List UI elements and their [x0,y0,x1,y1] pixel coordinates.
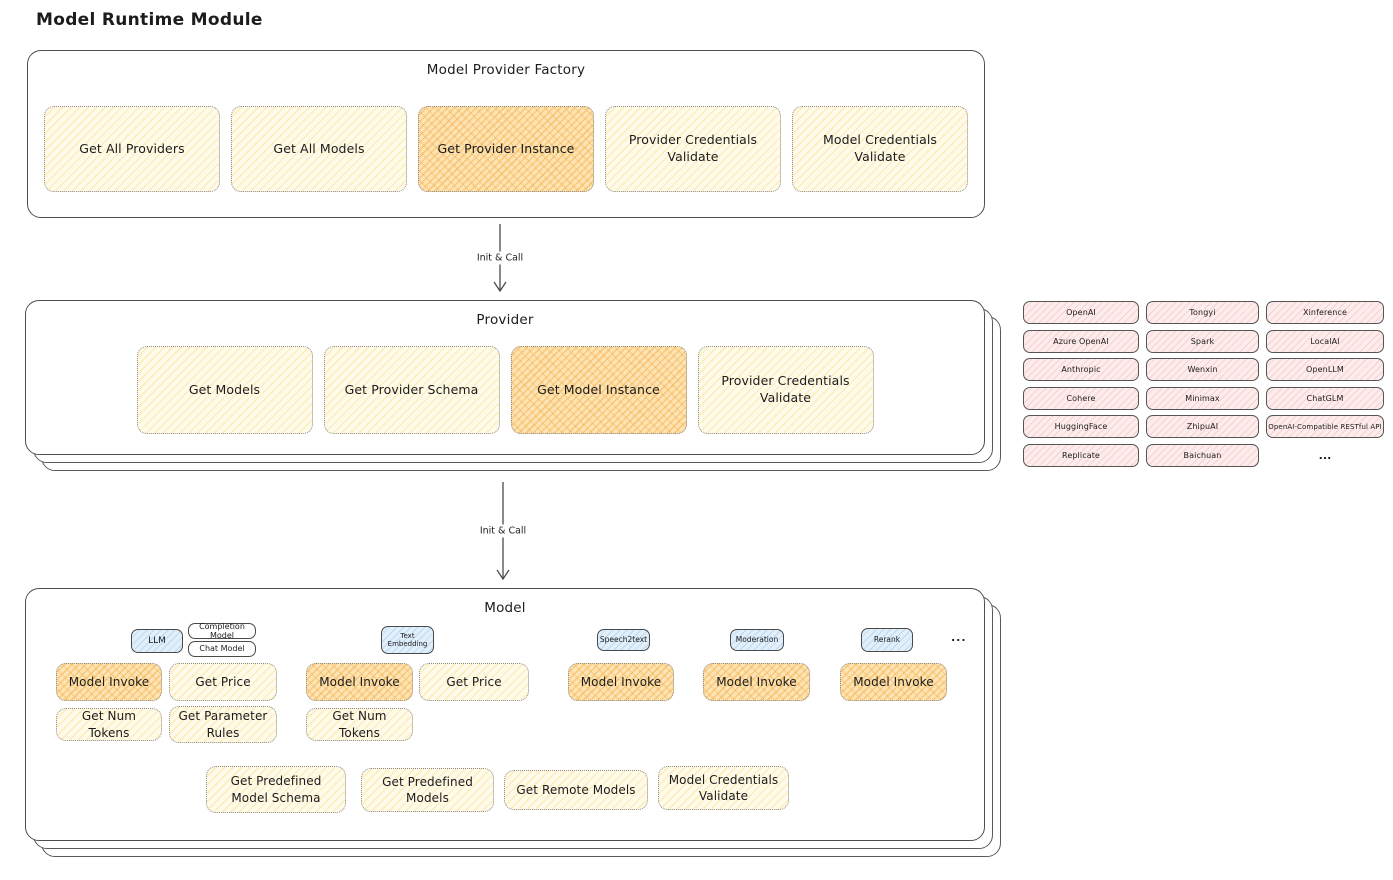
provider-chip-xinference: Xinference [1266,301,1384,324]
provider-chip-replicate: Replicate [1023,443,1139,467]
providers-grid: OpenAI Tongyi Xinference Azure OpenAI Sp… [1023,301,1384,467]
node-moderation-model-invoke: Model Invoke [703,663,810,701]
provider-chip-tongyi: Tongyi [1146,301,1259,324]
provider-chip-spark: Spark [1146,329,1259,353]
provider-chip-huggingface: HuggingFace [1023,415,1139,438]
node-get-models: Get Models [136,346,313,434]
node-get-remote-models: Get Remote Models [504,770,648,810]
node-model-credentials-validate-2: Model Credentials Validate [658,766,789,810]
provider-chip-azure-openai: Azure OpenAI [1023,329,1139,353]
node-llm-get-price: Get Price [169,663,277,701]
model-panel-title: Model [484,600,526,616]
node-llm-get-parameter-rules: Get Parameter Rules [169,706,277,743]
node-embedding-get-price: Get Price [419,663,529,701]
factory-panel-title: Model Provider Factory [426,62,586,78]
node-llm-model-invoke: Model Invoke [56,663,162,701]
badge-llm: LLM [131,629,183,653]
provider-button-row: Get Models Get Provider Schema Get Model… [26,346,984,434]
model-panel: Model LLM Completion Model Chat Model Te… [25,588,985,841]
provider-panel: Provider Get Models Get Provider Schema … [25,300,985,455]
provider-panel-title: Provider [476,312,534,328]
badge-rerank: Rerank [861,628,913,652]
factory-panel: Model Provider Factory Get All Providers… [27,50,985,218]
node-get-model-instance: Get Model Instance [510,346,687,434]
provider-chip-localai: LocalAI [1266,329,1384,353]
provider-chip-openllm: OpenLLM [1266,358,1384,381]
factory-button-row: Get All Providers Get All Models Get Pro… [28,106,984,192]
provider-chip-chatglm: ChatGLM [1266,386,1384,410]
node-get-provider-schema: Get Provider Schema [323,346,500,434]
arrow-label: Init & Call [472,251,528,265]
badge-moderation: Moderation [730,629,784,651]
provider-chip-cohere: Cohere [1023,386,1139,410]
node-get-all-models: Get All Models [231,106,407,192]
arrow-label: Init & Call [475,524,531,538]
node-get-provider-instance: Get Provider Instance [418,106,594,192]
provider-chip-zhipuai: ZhipuAI [1146,415,1259,438]
node-provider-credentials-validate-2: Provider Credentials Validate [697,346,874,434]
node-get-all-providers: Get All Providers [44,106,220,192]
node-model-credentials-validate: Model Credentials Validate [792,106,968,192]
providers-ellipsis: ... [1318,448,1332,462]
diagram-title: Model Runtime Module [36,10,263,30]
badge-text-embedding: Text Embedding [381,626,434,654]
provider-chip-openai: OpenAI [1023,301,1139,324]
provider-chip-openai-compatible: OpenAI-Compatible RESTful API [1266,415,1384,438]
node-embedding-get-num-tokens: Get Num Tokens [306,708,413,741]
badge-chat-model: Chat Model [188,641,256,657]
node-embedding-model-invoke: Model Invoke [306,663,413,701]
node-llm-get-num-tokens: Get Num Tokens [56,708,162,741]
model-types-ellipsis: ... [951,631,967,644]
node-get-predefined-model-schema: Get Predefined Model Schema [206,766,346,813]
arrow-provider-to-model: Init & Call [475,482,531,580]
node-rerank-model-invoke: Model Invoke [840,663,947,701]
provider-chip-anthropic: Anthropic [1023,358,1139,381]
node-speech2text-model-invoke: Model Invoke [568,663,674,701]
provider-chip-wenxin: Wenxin [1146,358,1259,381]
node-get-predefined-models: Get Predefined Models [361,768,494,812]
provider-chip-baichuan: Baichuan [1146,443,1259,467]
badge-speech2text: Speech2text [597,629,650,651]
badge-completion-model: Completion Model [188,622,256,640]
node-provider-credentials-validate: Provider Credentials Validate [605,106,781,192]
provider-chip-minimax: Minimax [1146,386,1259,410]
arrow-factory-to-provider: Init & Call [472,224,528,292]
